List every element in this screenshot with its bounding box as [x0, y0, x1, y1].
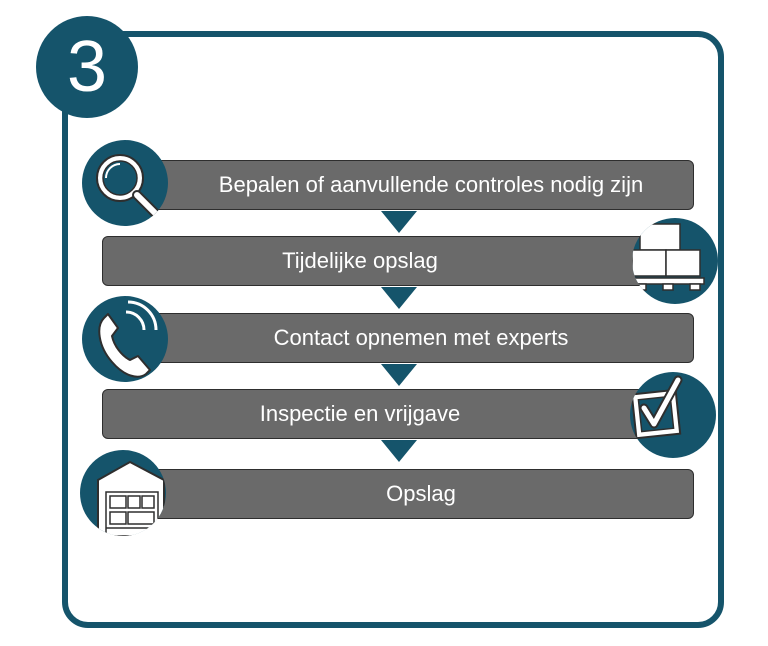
step-number: 3 — [66, 27, 108, 107]
flow-arrow-2 — [381, 287, 417, 309]
flow-arrow-3 — [381, 364, 417, 386]
warehouse-icon — [80, 450, 166, 536]
flow-arrow-4 — [381, 440, 417, 462]
step-label-3: Contact opnemen met experts — [273, 325, 569, 350]
checkbox-icon — [630, 372, 716, 458]
step-bar-5: Opslag — [148, 469, 694, 519]
step-bar-3: Contact opnemen met experts — [148, 313, 694, 363]
flow-arrow-1 — [381, 211, 417, 233]
magnifier-icon — [82, 140, 168, 226]
pallet-boxes-icon — [632, 218, 718, 304]
step-label-1: Bepalen of aanvullende controles nodig z… — [218, 172, 644, 197]
step-label-5: Opslag — [386, 481, 456, 506]
step-bar-2: Tijdelijke opslag — [102, 236, 658, 286]
step-bar-4: Inspectie en vrijgave — [102, 389, 658, 439]
step-number-badge: 3 — [36, 16, 138, 118]
step-bar-1: Bepalen of aanvullende controles nodig z… — [148, 160, 694, 210]
step-label-2: Tijdelijke opslag — [282, 248, 438, 273]
phone-icon — [82, 296, 168, 382]
step-label-4: Inspectie en vrijgave — [259, 401, 461, 426]
